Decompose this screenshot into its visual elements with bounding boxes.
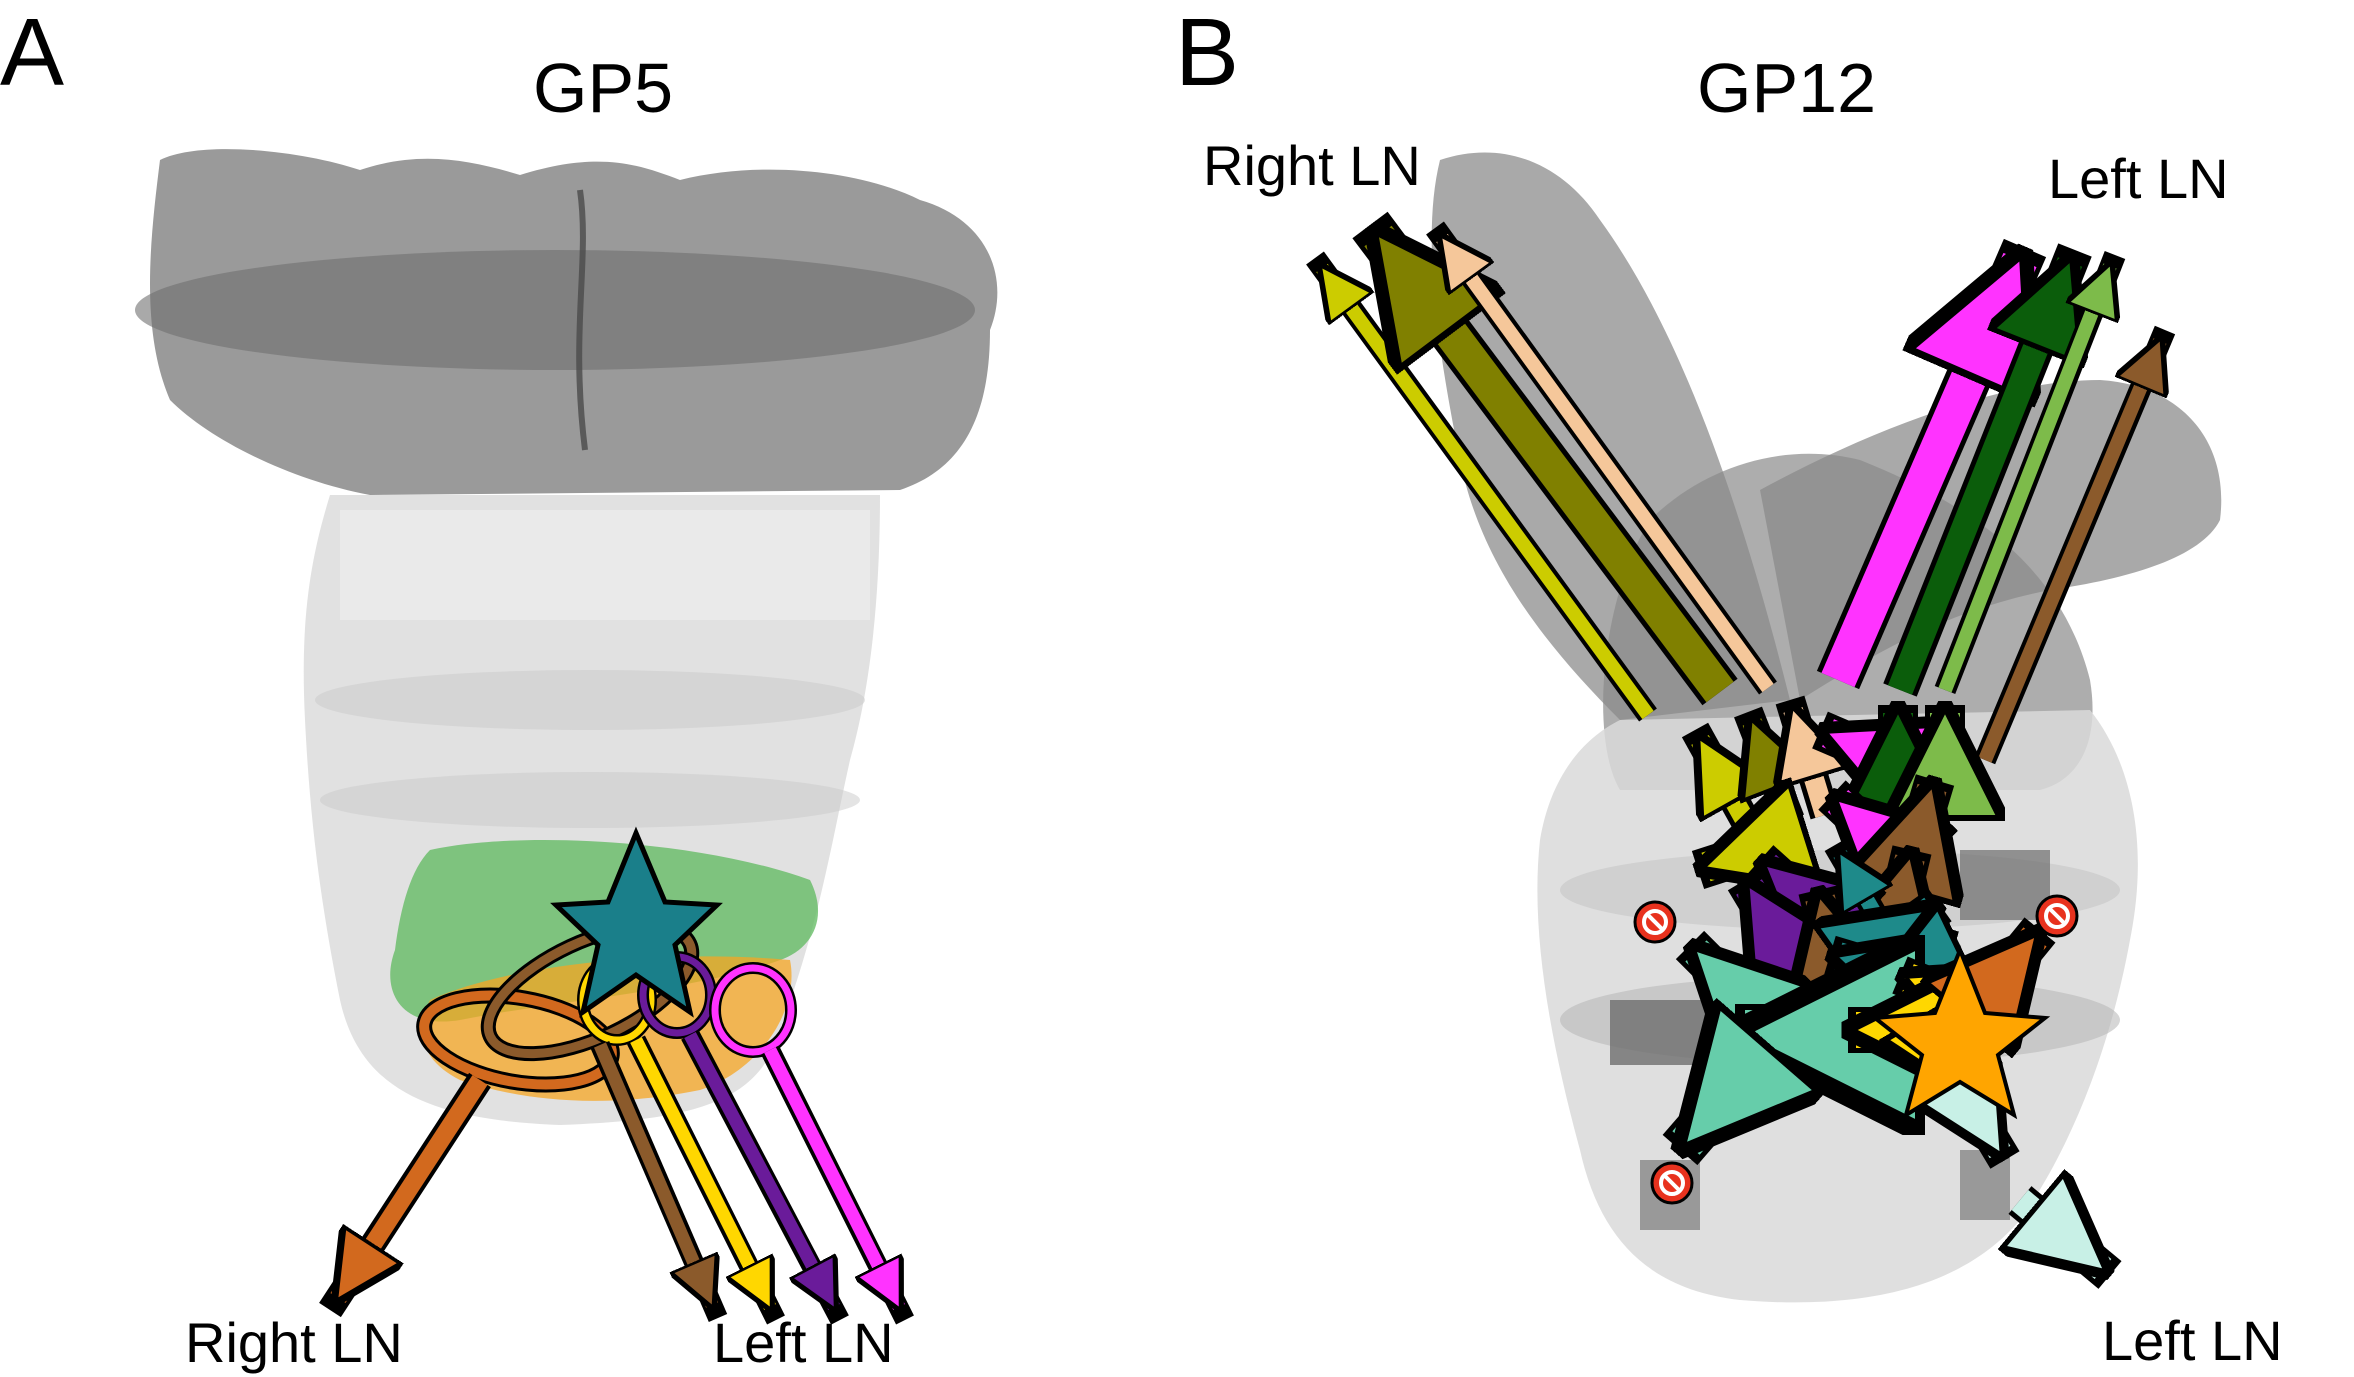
gp5-arrow-dark-orange-fill: [338, 1075, 488, 1298]
gp12-no-entry-left-icon: [1633, 900, 1677, 944]
gp12-arrow-mint-down-fill: [1686, 1075, 1745, 1143]
gp12-no-entry-right-icon: [2035, 894, 2079, 938]
gp5-upper-shelf: [135, 250, 975, 370]
gp5-right-ln-label: Right LN: [185, 1311, 403, 1374]
gp5-band-1: [340, 510, 870, 620]
gp5-arrow-yellow-fill: [630, 1037, 776, 1307]
panel-a-letter: A: [0, 0, 64, 106]
gp12-orange-star: [1869, 944, 2051, 1120]
panel-b: B GP12: [1175, 0, 2283, 1372]
panel-b-title: GP12: [1697, 49, 1876, 127]
gp12-left-ln-bottom-label: Left LN: [2102, 1309, 2283, 1372]
gp5-teal-star: [550, 826, 723, 1018]
gp12-arrow-pale-cyan-long-fill: [2020, 1200, 2103, 1269]
gp12-arrow-dark-green-long-fill: [1887, 262, 2070, 695]
gp12-right-ln-label: Right LN: [1203, 134, 1421, 197]
panel-a: A GP5: [0, 0, 998, 1374]
gp5-band-2: [315, 670, 865, 730]
gp5-band-3: [320, 772, 860, 828]
gp12-arrow-pale-cyan-short-fill: [1975, 1110, 2000, 1152]
gp12-arrow-brown-center-fill: [1820, 898, 1830, 940]
gp5-magenta-loop-fill: [711, 964, 795, 1056]
gp12-no-entry-bottom-icon: [1650, 1161, 1694, 1205]
gp5-left-ln-label: Left LN: [713, 1311, 894, 1374]
panel-a-title: GP5: [533, 49, 673, 127]
gp12-arrow-olive-long-fill: [1378, 236, 1734, 703]
gp12-arrow-purple-b-fill: [1749, 887, 1775, 930]
gp12-arrow-peach-long-fill: [1442, 238, 1774, 693]
gp12-arrow-brown-long-fill: [1978, 341, 2160, 763]
gp12-arrow-brown-low-fill: [1900, 858, 1910, 900]
gp12-dark-block-2: [1960, 850, 2050, 920]
gp12-dark-block-1: [1610, 1000, 1740, 1065]
gp5-arrow-magenta-fill: [764, 1047, 905, 1307]
gp5-upper-crease: [576, 189, 588, 451]
gp12-arrow-yellow-green-left-fill: [1706, 850, 1760, 867]
gp12-arrow-teal-b-fill: [1898, 910, 1933, 935]
gp12-arrow-teal-d-fill: [1867, 990, 1890, 1001]
gp5-arrow-brown-fill: [594, 1042, 712, 1305]
gp12-arrow-dark-orange-b-fill: [1995, 937, 2035, 985]
gp12-arrow-light-green-long-fill: [1938, 266, 2110, 693]
gp5-arrow-purple-fill: [684, 1031, 840, 1307]
panel-b-letter: B: [1175, 0, 1239, 106]
gp12-arrow-teal-c-fill: [1838, 957, 1880, 970]
gp12-arrow-brown-mid-fill: [1920, 788, 1932, 830]
gp12-left-ln-top-label: Left LN: [2048, 147, 2229, 210]
